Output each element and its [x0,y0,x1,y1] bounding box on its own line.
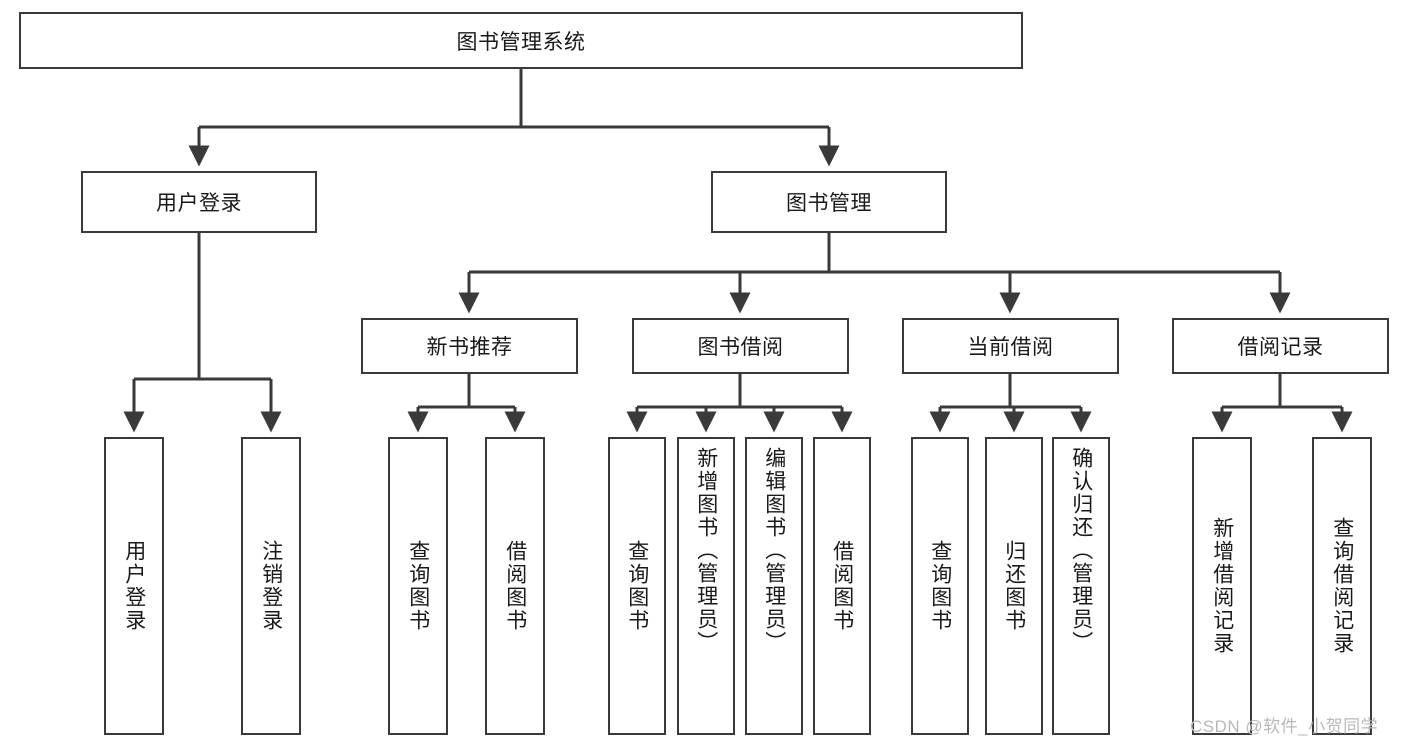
node-leaf-query-book-borrow[interactable]: 查询图书 [608,437,666,735]
node-root-label: 图书管理系统 [456,30,586,54]
node-leaf-query-borrow-record-label: 查询借阅记录 [1330,517,1354,655]
node-leaf-edit-book-admin-label: 编辑图书（管理员） [762,447,786,654]
node-leaf-add-book-admin[interactable]: 新增图书（管理员） [677,437,735,735]
node-book-management-label: 图书管理 [786,192,872,215]
node-leaf-query-book-borrow-label: 查询图书 [625,540,649,632]
edge-group-book-borrow [626,374,853,433]
node-leaf-query-book-current[interactable]: 查询图书 [911,437,969,735]
node-leaf-user-login-label: 用户登录 [122,540,146,632]
node-user-login-label: 用户登录 [156,192,242,215]
node-borrow-record-label: 借阅记录 [1237,336,1324,359]
node-leaf-add-book-admin-label: 新增图书（管理员） [694,447,718,654]
node-leaf-query-book-recommend-label: 查询图书 [406,540,430,632]
node-leaf-query-book-recommend[interactable]: 查询图书 [388,437,448,735]
node-leaf-confirm-return-admin[interactable]: 确认归还（管理员） [1052,437,1110,735]
node-user-login[interactable]: 用户登录 [81,171,317,233]
edge-group-borrow-record [1211,374,1353,433]
node-leaf-user-logout-label: 注销登录 [259,540,283,632]
node-leaf-user-logout[interactable]: 注销登录 [241,437,301,735]
node-book-borrow[interactable]: 图书借阅 [632,318,849,374]
edge-group-root [188,69,840,167]
node-leaf-add-borrow-record[interactable]: 新增借阅记录 [1192,437,1252,735]
node-leaf-add-borrow-record-label: 新增借阅记录 [1210,517,1234,655]
node-leaf-confirm-return-admin-label: 确认归还（管理员） [1069,447,1093,654]
node-leaf-query-book-current-label: 查询图书 [928,540,952,632]
node-borrow-record[interactable]: 借阅记录 [1172,318,1389,374]
node-current-borrow-label: 当前借阅 [967,336,1054,359]
node-root-system[interactable]: 图书管理系统 [19,12,1023,69]
node-leaf-borrow-book-recommend-label: 借阅图书 [503,540,527,632]
edge-group-new-book-recommend [407,374,526,433]
node-leaf-borrow-book-label: 借阅图书 [830,540,854,632]
node-leaf-query-borrow-record[interactable]: 查询借阅记录 [1312,437,1372,735]
edge-group-current-borrow [929,374,1092,433]
node-leaf-return-book-label: 归还图书 [1002,540,1026,632]
node-current-borrow[interactable]: 当前借阅 [902,318,1119,374]
edge-group-user-login [123,233,282,433]
node-leaf-edit-book-admin[interactable]: 编辑图书（管理员） [745,437,803,735]
node-leaf-borrow-book-recommend[interactable]: 借阅图书 [485,437,545,735]
node-leaf-user-login[interactable]: 用户登录 [104,437,164,735]
node-book-management[interactable]: 图书管理 [711,171,947,233]
node-book-borrow-label: 图书借阅 [697,336,784,359]
node-leaf-return-book[interactable]: 归还图书 [985,437,1043,735]
node-leaf-borrow-book[interactable]: 借阅图书 [813,437,871,735]
node-new-book-recommend[interactable]: 新书推荐 [361,318,578,374]
node-new-book-recommend-label: 新书推荐 [426,336,513,359]
edge-group-book-management [458,233,1291,314]
